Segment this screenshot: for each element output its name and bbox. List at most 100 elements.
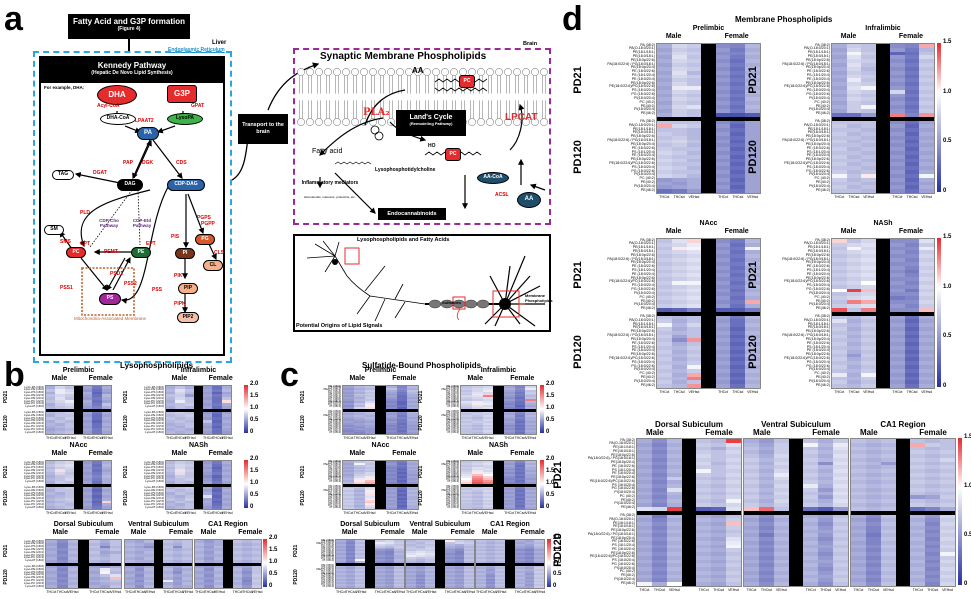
heatmap-cell[interactable] <box>345 558 356 561</box>
heatmap-cell[interactable] <box>482 391 494 394</box>
heatmap-cell[interactable] <box>461 428 473 431</box>
heatmap-cell[interactable] <box>343 461 355 464</box>
heatmap-cell[interactable] <box>99 548 111 552</box>
heatmap-cell[interactable] <box>55 477 65 481</box>
heatmap-cell[interactable] <box>385 497 397 500</box>
heatmap-cell[interactable] <box>745 384 761 389</box>
heatmap-cell[interactable] <box>83 417 93 421</box>
heatmap-cell[interactable] <box>353 490 365 493</box>
heatmap-cell[interactable] <box>343 499 355 502</box>
heatmap-cell[interactable] <box>64 469 75 473</box>
heatmap-cell[interactable] <box>184 466 195 470</box>
heatmap-cell[interactable] <box>385 507 397 510</box>
heatmap-cell[interactable] <box>384 586 395 589</box>
heatmap-cell[interactable] <box>92 419 102 424</box>
heatmap-cell[interactable] <box>64 497 75 501</box>
heatmap-cell[interactable] <box>83 419 93 424</box>
heatmap-cell[interactable] <box>503 420 515 424</box>
heatmap-cell[interactable] <box>184 394 195 398</box>
heatmap-cell[interactable] <box>525 422 537 425</box>
heatmap-cell[interactable] <box>101 480 112 484</box>
heatmap-cell[interactable] <box>67 559 79 563</box>
heatmap-cell[interactable] <box>355 545 366 548</box>
heatmap-cell[interactable] <box>364 503 376 506</box>
heatmap-cell[interactable] <box>55 480 65 484</box>
heatmap-cell[interactable] <box>144 559 155 563</box>
heatmap-cell[interactable] <box>184 497 195 501</box>
heatmap-cell[interactable] <box>471 476 483 479</box>
heatmap-cell[interactable] <box>204 551 215 555</box>
heatmap-cell[interactable] <box>242 579 252 583</box>
heatmap-cell[interactable] <box>525 490 537 493</box>
heatmap-cell[interactable] <box>184 492 195 496</box>
heatmap-cell[interactable] <box>343 428 355 431</box>
heatmap-cell[interactable] <box>64 397 75 401</box>
heatmap-cell[interactable] <box>726 582 742 587</box>
heatmap-cell[interactable] <box>64 494 75 499</box>
heatmap-cell[interactable] <box>482 406 494 409</box>
heatmap-cell[interactable] <box>343 406 355 409</box>
heatmap-cell[interactable] <box>212 480 222 484</box>
heatmap-cell[interactable] <box>83 402 93 406</box>
heatmap-cell[interactable] <box>461 477 473 481</box>
heatmap-cell[interactable] <box>503 472 515 475</box>
heatmap-cell[interactable] <box>83 431 93 435</box>
heatmap-cell[interactable] <box>353 419 365 422</box>
heatmap-cell[interactable] <box>385 411 397 414</box>
heatmap-cell[interactable] <box>203 388 213 392</box>
heatmap-cell[interactable] <box>353 430 365 433</box>
heatmap-cell[interactable] <box>482 389 494 392</box>
heatmap-cell[interactable] <box>503 495 515 499</box>
heatmap-cell[interactable] <box>461 413 473 416</box>
heatmap-cell[interactable] <box>212 419 222 424</box>
heatmap-cell[interactable] <box>144 573 155 578</box>
heatmap-cell[interactable] <box>204 568 215 572</box>
heatmap-cell[interactable] <box>471 391 483 394</box>
heatmap-cell[interactable] <box>182 579 193 583</box>
heatmap-cell[interactable] <box>336 543 347 546</box>
heatmap-cell[interactable] <box>55 466 65 470</box>
heatmap-cell[interactable] <box>212 475 222 479</box>
heatmap-cell[interactable] <box>221 388 232 392</box>
heatmap-cell[interactable] <box>232 582 243 586</box>
heatmap-cell[interactable] <box>353 461 365 464</box>
heatmap-cell[interactable] <box>144 576 155 580</box>
heatmap-cell[interactable] <box>861 384 877 389</box>
heatmap-cell[interactable] <box>503 477 515 481</box>
heatmap-cell[interactable] <box>56 545 68 549</box>
heatmap-cell[interactable] <box>144 565 155 569</box>
heatmap-cell[interactable] <box>461 389 473 392</box>
heatmap-cell[interactable] <box>88 551 100 555</box>
heatmap-cell[interactable] <box>396 472 408 475</box>
heatmap-cell[interactable] <box>407 474 419 477</box>
heatmap-cell[interactable] <box>195 585 205 589</box>
heatmap-cell[interactable] <box>503 386 515 389</box>
heatmap-cell[interactable] <box>345 551 356 554</box>
heatmap-cell[interactable] <box>175 497 185 501</box>
heatmap-cell[interactable] <box>212 506 222 510</box>
heatmap-cell[interactable] <box>385 415 397 418</box>
heatmap-cell[interactable] <box>221 425 232 429</box>
heatmap-cell[interactable] <box>195 540 205 544</box>
heatmap-cell[interactable] <box>514 477 526 481</box>
heatmap-cell[interactable] <box>46 391 56 395</box>
heatmap-cell[interactable] <box>166 431 176 435</box>
heatmap-cell[interactable] <box>46 548 58 552</box>
heatmap-cell[interactable] <box>384 545 395 548</box>
heatmap-cell[interactable] <box>242 548 252 552</box>
heatmap-cell[interactable] <box>503 430 515 433</box>
heatmap-cell[interactable] <box>221 489 232 493</box>
heatmap-cell[interactable] <box>55 411 65 415</box>
heatmap-cell[interactable] <box>182 559 193 563</box>
heatmap-cell[interactable] <box>163 545 174 549</box>
heatmap-cell[interactable] <box>525 395 537 398</box>
heatmap-cell[interactable] <box>353 411 365 414</box>
heatmap-cell[interactable] <box>482 486 494 489</box>
heatmap-cell[interactable] <box>203 466 213 470</box>
heatmap-cell[interactable] <box>83 492 93 496</box>
heatmap-cell[interactable] <box>92 463 102 467</box>
heatmap-cell[interactable] <box>64 386 75 390</box>
heatmap-cell[interactable] <box>385 477 397 481</box>
heatmap-cell[interactable] <box>55 394 65 398</box>
heatmap-cell[interactable] <box>46 559 58 563</box>
